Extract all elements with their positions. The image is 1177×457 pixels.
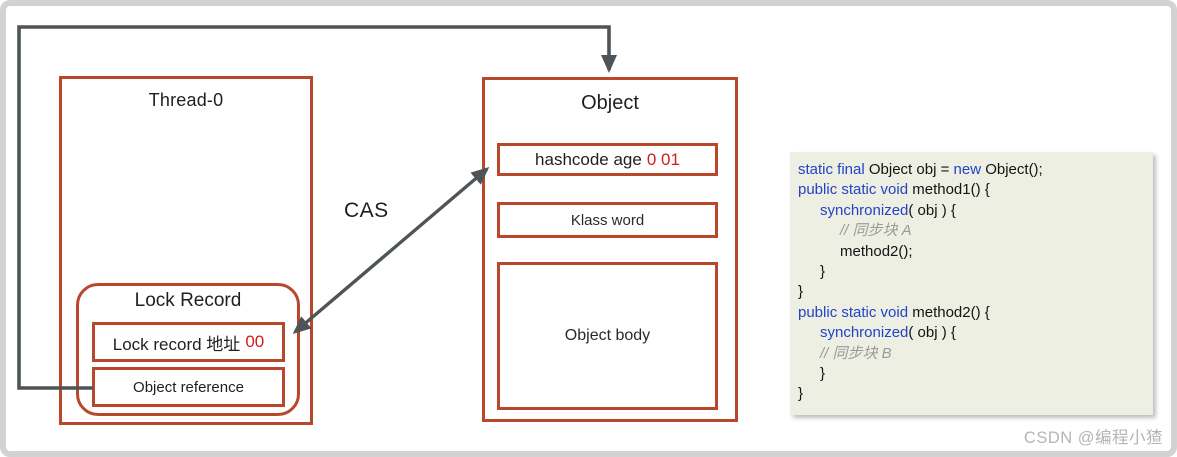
code-line: } xyxy=(798,282,1145,302)
code-segment-plain: Object obj = xyxy=(864,161,954,178)
object-box: Object hashcode age 0 01 Klass word Obje… xyxy=(482,77,738,422)
klass-word-label: Klass word xyxy=(570,211,645,229)
code-segment-plain: } xyxy=(820,365,826,383)
code-segment-keyword: new xyxy=(953,161,982,178)
code-segment-keyword: static final xyxy=(798,161,865,178)
thread-box: Thread-0 Lock Record Lock record 地址 00 O… xyxy=(59,76,313,425)
code-segment-plain: method1() { xyxy=(908,181,990,199)
code-segment-plain: } xyxy=(798,385,804,403)
object-reference-cell: Object reference xyxy=(92,367,285,407)
code-line: public static void method1() { xyxy=(798,180,1145,200)
code-line: static final Object obj = new Object(); xyxy=(798,160,1145,180)
code-block: static final Object obj = new Object();p… xyxy=(790,152,1153,415)
code-line: public static void method2() { xyxy=(798,303,1145,323)
thread-title: Thread-0 xyxy=(148,90,224,110)
code-line: synchronized( obj ) { xyxy=(798,323,1145,343)
watermark: CSDN @编程小猹 xyxy=(1023,429,1163,447)
code-segment-comment: // 同步块 A xyxy=(840,222,912,240)
code-segment-keyword: public static void xyxy=(798,181,909,199)
code-segment-plain: } xyxy=(798,283,804,301)
object-body-label: Object body xyxy=(564,327,651,344)
code-segment-plain: method2(); xyxy=(840,242,913,260)
code-segment-plain: method2() { xyxy=(908,303,990,321)
code-segment-plain: Object(); xyxy=(981,161,1043,178)
code-line: } xyxy=(798,384,1145,404)
lock-record-address-cell: Lock record 地址 00 xyxy=(92,322,285,362)
code-segment-plain: ( obj ) { xyxy=(908,201,956,219)
code-line: } xyxy=(798,364,1145,384)
code-segment-plain: } xyxy=(820,263,826,281)
cas-label: CAS xyxy=(344,199,389,222)
code-segment-comment: // 同步块 B xyxy=(820,344,892,362)
code-line: // 同步块 B xyxy=(798,344,1145,364)
lock-record-group: Lock Record Lock record 地址 00 Object ref… xyxy=(76,283,300,416)
code-line: } xyxy=(798,262,1145,282)
lock-record-address-value: 00 xyxy=(245,332,265,351)
code-line: // 同步块 A xyxy=(798,221,1145,241)
object-body-cell: Object body xyxy=(497,262,718,410)
code-segment-keyword: synchronized xyxy=(820,324,909,342)
object-title: Object xyxy=(581,92,639,114)
cas-arrow-upper xyxy=(389,167,490,252)
code-line: method2(); xyxy=(798,242,1145,262)
code-segment-keyword: public static void xyxy=(798,303,909,321)
mark-word-label: hashcode age xyxy=(535,149,642,169)
code-segment-keyword: synchronized xyxy=(820,201,909,219)
mark-word-cell: hashcode age 0 01 xyxy=(497,143,718,176)
code-segment-plain: ( obj ) { xyxy=(908,324,956,342)
lock-record-address-label: Lock record 地址 xyxy=(112,334,241,354)
code-line: synchronized( obj ) { xyxy=(798,201,1145,221)
lock-record-title: Lock Record xyxy=(134,290,242,311)
object-reference-label: Object reference xyxy=(133,378,244,396)
mark-word-value: 0 01 xyxy=(646,149,680,169)
klass-word-cell: Klass word xyxy=(497,202,718,238)
